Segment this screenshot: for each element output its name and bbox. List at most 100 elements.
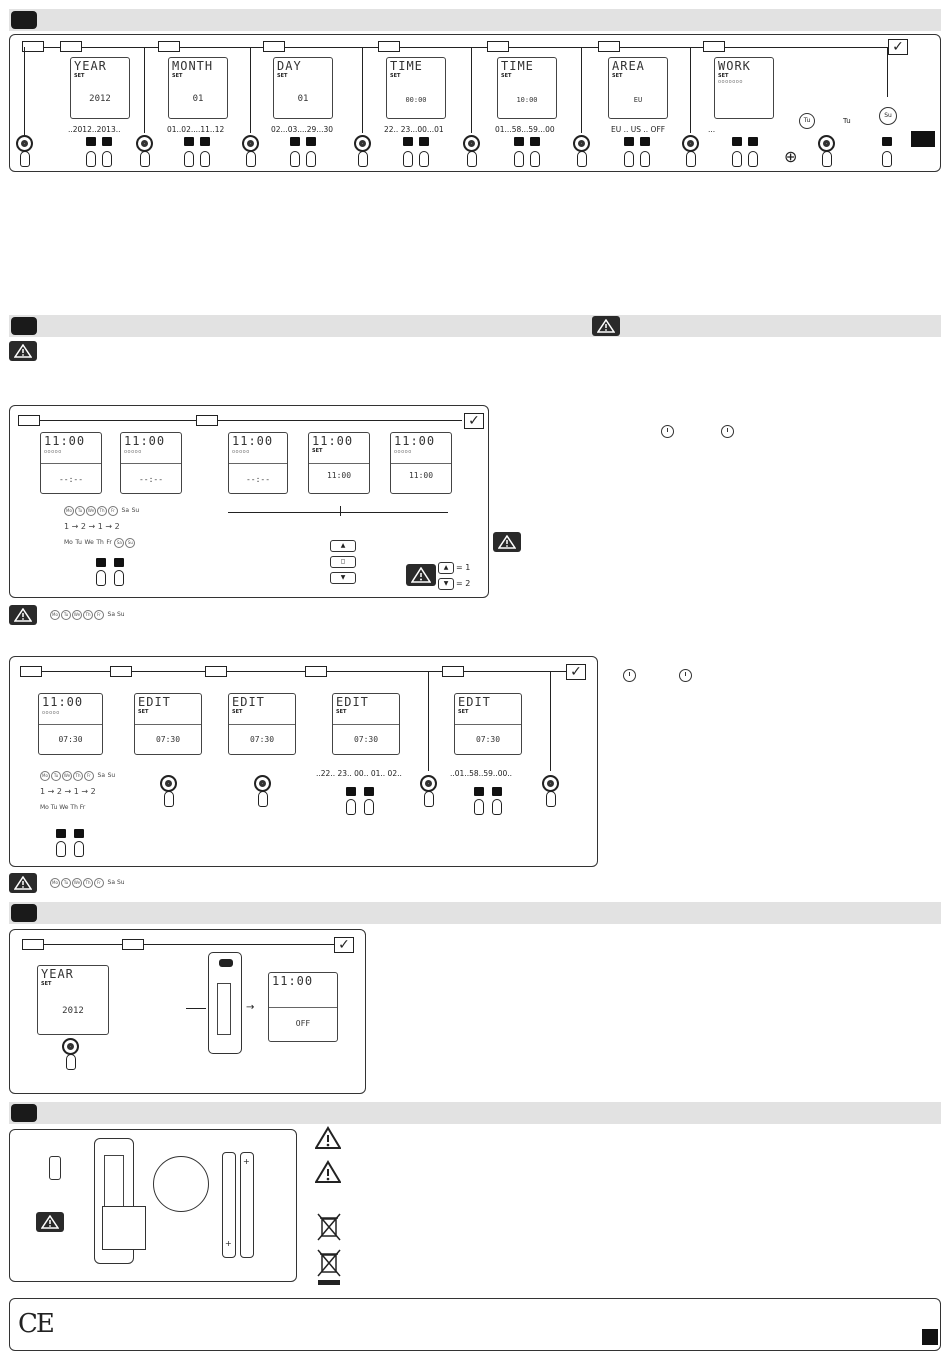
- step-box: [305, 666, 327, 677]
- button-down-icon: [624, 137, 634, 146]
- up-button-icon: ▲: [438, 562, 454, 574]
- step-box: [442, 666, 464, 677]
- lcd-edit: EDIT SET 07:30: [454, 693, 522, 755]
- hand-icon: [577, 151, 587, 167]
- hand-icon: [732, 151, 742, 167]
- step-box: [487, 41, 509, 52]
- down-button-icon: ▼: [330, 572, 356, 584]
- warning-icon: [9, 873, 37, 893]
- clock-icon: [721, 425, 734, 438]
- lcd-time-hour: TIME SET 00:00: [386, 57, 446, 119]
- down-button-icon: ▼: [438, 578, 454, 590]
- knob-icon: [62, 1038, 79, 1055]
- hand-icon: [20, 151, 30, 167]
- button-down-icon: [86, 137, 96, 146]
- panel-date-setup: ✓ YEAR SET 2012 ..2012..2013.. MONTH SET…: [9, 34, 941, 172]
- hand-icon: [364, 799, 374, 815]
- hand-icon: [164, 791, 174, 807]
- clock-icon: [661, 425, 674, 438]
- hand-icon: [358, 151, 368, 167]
- button-down-icon: [514, 137, 524, 146]
- hand-icon: [290, 151, 300, 167]
- hand-icon: [246, 151, 256, 167]
- step-box: [20, 666, 42, 677]
- button-down-icon: [290, 137, 300, 146]
- lcd-edit: EDIT SET 07:30: [134, 693, 202, 755]
- step-box: [263, 41, 285, 52]
- step-box: [378, 41, 400, 52]
- ce-mark: CE: [18, 1309, 55, 1339]
- footer-panel: CE: [9, 1298, 941, 1351]
- button-down-icon: [403, 137, 413, 146]
- hand-icon: [140, 151, 150, 167]
- hand-icon: [346, 799, 356, 815]
- step-box: [196, 415, 218, 426]
- hand-icon: [514, 151, 524, 167]
- ok-button-icon: ◻: [330, 556, 356, 568]
- hand-icon: [96, 570, 106, 586]
- hand-icon: [882, 151, 892, 167]
- section-number-badge: [11, 11, 37, 29]
- clock-icon: [679, 669, 692, 682]
- button-up-icon: [200, 137, 210, 146]
- hand-icon: [474, 799, 484, 815]
- section-header-4: [9, 902, 941, 924]
- section-number-badge: [11, 1104, 37, 1122]
- up-button-icon: ▲: [330, 540, 356, 552]
- warning-icon: [592, 316, 620, 336]
- complete-check: ✓: [464, 413, 484, 429]
- hand-icon: [492, 799, 502, 815]
- step-box: [122, 939, 144, 950]
- lcd-screen: 11:00 ooooo --:--: [120, 432, 182, 494]
- lcd-edit: EDIT SET 07:30: [332, 693, 400, 755]
- warning-icon: [9, 341, 37, 361]
- hand-icon: [748, 151, 758, 167]
- section-header-5: [9, 1102, 941, 1124]
- hand-icon: [624, 151, 634, 167]
- weee-bin-icon: [316, 1212, 342, 1244]
- button-down-icon: [184, 137, 194, 146]
- button-up-icon: [114, 558, 124, 567]
- lcd-work: WORK SET ooooooo: [714, 57, 774, 119]
- lcd-time-minute: TIME SET 10:00: [497, 57, 557, 119]
- battery-low-icon: [38, 1142, 72, 1194]
- knob-icon: [254, 775, 271, 792]
- knob-icon: [573, 135, 590, 152]
- knob-icon: [354, 135, 371, 152]
- battery-icon: +: [240, 1152, 254, 1258]
- lcd-screen: 11:00 ooooo 07:30: [38, 693, 103, 755]
- panel-program-days: ✓ 11:00 ooooo --:-- 11:00 ooooo --:-- 11…: [9, 405, 489, 598]
- knob-icon: [160, 775, 177, 792]
- hand-icon: [686, 151, 696, 167]
- lcd-screen: 11:00 ooooo --:--: [228, 432, 288, 494]
- step-box: [598, 41, 620, 52]
- warning-icon: [493, 532, 521, 552]
- hand-icon: [419, 151, 429, 167]
- page-marker: [922, 1329, 938, 1345]
- lcd-year: YEAR SET 2012: [37, 965, 109, 1035]
- lcd-off: 11:00 OFF: [268, 972, 338, 1042]
- button-up-icon: [419, 137, 429, 146]
- lcd-screen-editing: 11:00 SET 11:00: [308, 432, 370, 494]
- lcd-screen: 11:00 ooooo 11:00: [390, 432, 452, 494]
- button-up-icon: [492, 787, 502, 796]
- step-box: [60, 41, 82, 52]
- weee-bin-icon: [316, 1248, 342, 1290]
- tu-circle: Tu: [799, 113, 815, 129]
- step-box: [22, 41, 44, 52]
- replace-cycle-icon: [153, 1156, 209, 1212]
- button-up-icon: [640, 137, 650, 146]
- step-box: [158, 41, 180, 52]
- hand-icon: [74, 841, 84, 857]
- hand-icon: [822, 151, 832, 167]
- warning-outline-icon: [314, 1126, 342, 1152]
- button-up-icon: [102, 137, 112, 146]
- hand-icon: [184, 151, 194, 167]
- button-up-icon: [748, 137, 758, 146]
- hand-icon: [424, 791, 434, 807]
- su-circle: Su: [879, 107, 897, 125]
- complete-check: ✓: [566, 664, 586, 680]
